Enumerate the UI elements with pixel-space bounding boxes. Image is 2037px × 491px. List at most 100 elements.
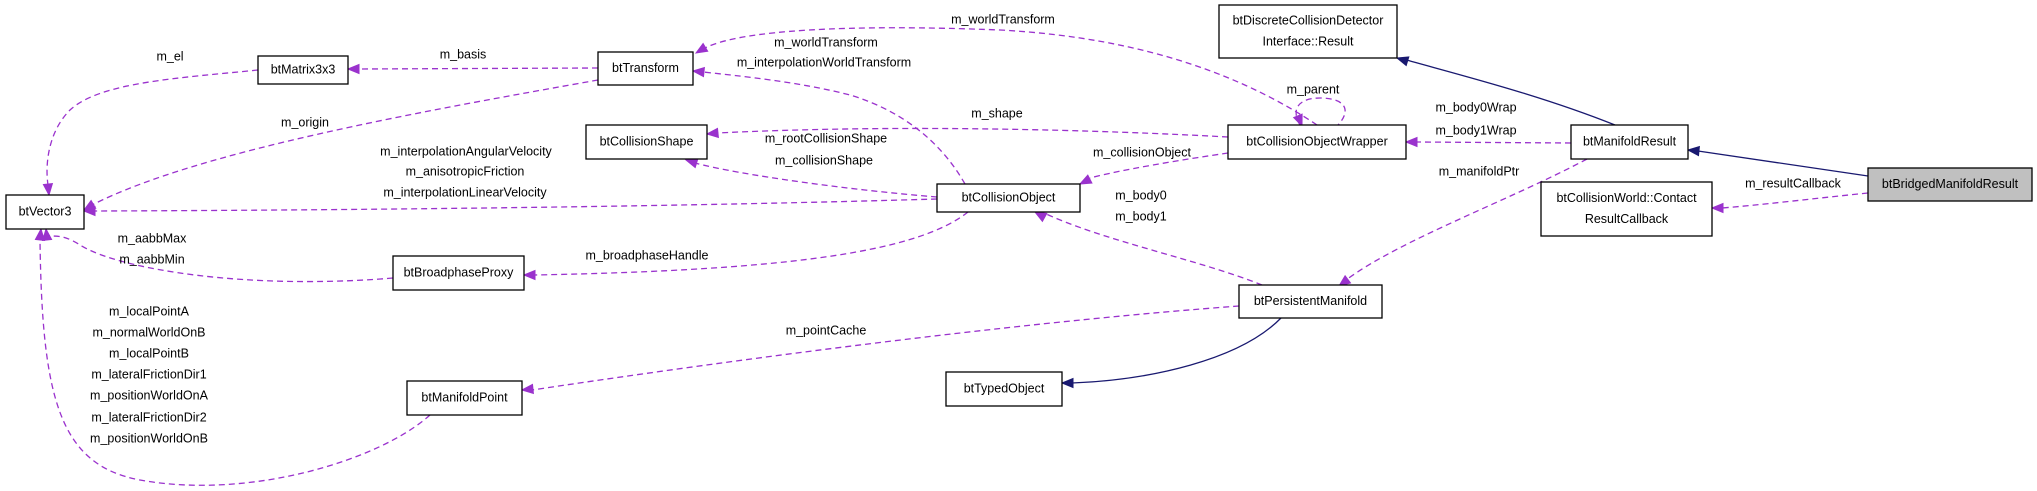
edge-label: m_body1Wrap	[1435, 123, 1516, 137]
edge-line	[1071, 317, 1282, 384]
edge-label: m_manifoldPtr	[1439, 164, 1520, 178]
node-label: btTypedObject	[964, 381, 1045, 395]
arrowhead	[1686, 145, 1700, 157]
arrowhead	[684, 158, 699, 169]
node-box	[1218, 4, 1398, 59]
nodes-layer: btVector3 btMatrix3x3 btTransform btCollisi…	[5, 4, 2033, 416]
edge-colobj-to-proxy: m_broadphaseHandle	[522, 211, 969, 281]
class-node-bt-persistent-manifold[interactable]: btPersistentManifold	[1238, 284, 1383, 319]
edge-matrix-to-vector: m_el	[42, 49, 259, 197]
arrowhead	[705, 127, 719, 139]
edge-label: m_positionWorldOnA	[90, 388, 209, 402]
class-node-bt-collision-object[interactable]: btCollisionObject	[936, 183, 1081, 213]
arrowhead	[522, 269, 536, 281]
node-box	[257, 55, 349, 85]
edge-label: m_collisionShape	[775, 153, 873, 167]
edge-result-to-manifold: m_manifoldPtr	[1337, 158, 1588, 287]
arrowhead	[1292, 113, 1303, 128]
edge-label: m_positionWorldOnB	[90, 431, 208, 445]
node-box	[1540, 181, 1713, 237]
edge-label: m_el	[156, 49, 183, 63]
class-node-bt-collision-shape[interactable]: btCollisionShape	[585, 124, 708, 160]
edge-label: m_pointCache	[786, 323, 867, 337]
node-label: btBroadphaseProxy	[404, 265, 515, 279]
arrowhead	[691, 66, 705, 78]
edge-line	[93, 198, 938, 212]
arrowhead	[1395, 56, 1410, 67]
edge-colobj-to-transform: m_worldTransformm_interpolationWorldTran…	[691, 35, 966, 185]
arrowhead	[34, 227, 46, 241]
class-node-bt-bridged-manifold-result[interactable]: btBridgedManifoldResult	[1867, 167, 2033, 202]
edge-line	[1295, 97, 1346, 126]
class-node-bt-collision-object-wrapper[interactable]: btCollisionObjectWrapper	[1227, 124, 1407, 160]
edge-line	[46, 69, 259, 186]
edge-label: m_localPointB	[109, 346, 189, 360]
node-box	[406, 380, 523, 416]
edge-label: m_resultCallback	[1745, 176, 1842, 190]
edge-label: m_anisotropicFriction	[406, 164, 525, 178]
edge-proxy-to-vector: m_aabbMax m_aabbMin	[41, 227, 394, 283]
edge-label: m_worldTransform	[951, 12, 1055, 26]
node-label: btCollisionShape	[600, 134, 694, 148]
edge-result-to-interface	[1395, 56, 1616, 126]
edge-label: m_normalWorldOnB	[92, 325, 205, 339]
node-label: btDiscreteCollisionDetector	[1233, 13, 1384, 27]
edge-label: m_interpolationAngularVelocity	[380, 144, 552, 158]
edge-label: m_aabbMin	[119, 252, 184, 266]
class-node-bt-manifold-point[interactable]: btManifoldPoint	[406, 380, 523, 416]
edge-label: m_body0	[1115, 188, 1166, 202]
edge-label: m_collisionObject	[1093, 145, 1191, 159]
edge-label: m_aabbMax	[118, 231, 188, 245]
edge-line	[39, 239, 431, 486]
node-label: btManifoldResult	[1583, 134, 1677, 148]
edge-label: m_lateralFrictionDir2	[91, 410, 206, 424]
class-node-bt-vector3[interactable]: btVector3	[5, 194, 85, 230]
class-node-bt-broadphase-proxy[interactable]: btBroadphaseProxy	[392, 255, 525, 291]
arrowhead	[82, 205, 96, 217]
arrowhead	[1078, 174, 1093, 185]
edge-line	[1345, 158, 1588, 281]
edge-line	[704, 27, 1318, 126]
edge-line	[1402, 58, 1616, 126]
edge-label: m_body1	[1115, 209, 1166, 223]
node-label: btCollisionObject	[962, 190, 1056, 204]
node-box	[1227, 124, 1407, 160]
node-box	[392, 255, 525, 291]
node-label: btCollisionWorld::Contact	[1556, 191, 1697, 205]
edge-manifold-to-colobj: m_body0 m_body1	[1033, 188, 1263, 286]
class-node-bt-typed-object[interactable]: btTypedObject	[945, 371, 1063, 407]
arrowhead	[1404, 136, 1418, 148]
edge-label: m_shape	[971, 106, 1022, 120]
node-box	[597, 51, 694, 86]
edge-line	[716, 127, 1229, 138]
edge-manifold-to-point: m_pointCache	[520, 305, 1240, 395]
edge-label: m_origin	[281, 115, 329, 129]
edge-bridged-to-result	[1686, 145, 1869, 177]
node-box	[1238, 284, 1383, 319]
edge-wrapper-self: m_parent	[1287, 82, 1346, 128]
edge-bridged-to-callback: m_resultCallback	[1710, 176, 1869, 214]
edge-wrapper-to-colobj: m_collisionObject	[1078, 145, 1229, 185]
edge-label: m_rootCollisionShape	[765, 131, 887, 145]
edge-line	[1415, 141, 1572, 144]
node-label: Interface::Result	[1262, 34, 1354, 48]
node-box	[1570, 124, 1689, 160]
edge-line	[91, 79, 599, 206]
node-box	[5, 194, 85, 230]
class-node-bt-discrete-collision-detector-interface-result[interactable]: btDiscreteCollisionDetectorInterface::Re…	[1218, 4, 1398, 59]
arrowhead	[42, 183, 54, 197]
node-label: btBridgedManifoldResult	[1882, 177, 2019, 191]
edge-wrapper-to-transform: m_worldTransform	[694, 12, 1318, 126]
arrowhead	[41, 227, 53, 241]
class-node-bt-transform[interactable]: btTransform	[597, 51, 694, 86]
class-node-bt-manifold-result[interactable]: btManifoldResult	[1570, 124, 1689, 160]
class-node-bt-matrix3x3[interactable]: btMatrix3x3	[257, 55, 349, 85]
node-label: btCollisionObjectWrapper	[1246, 134, 1388, 148]
node-box	[1867, 167, 2033, 202]
edge-label: m_parent	[1287, 82, 1340, 96]
